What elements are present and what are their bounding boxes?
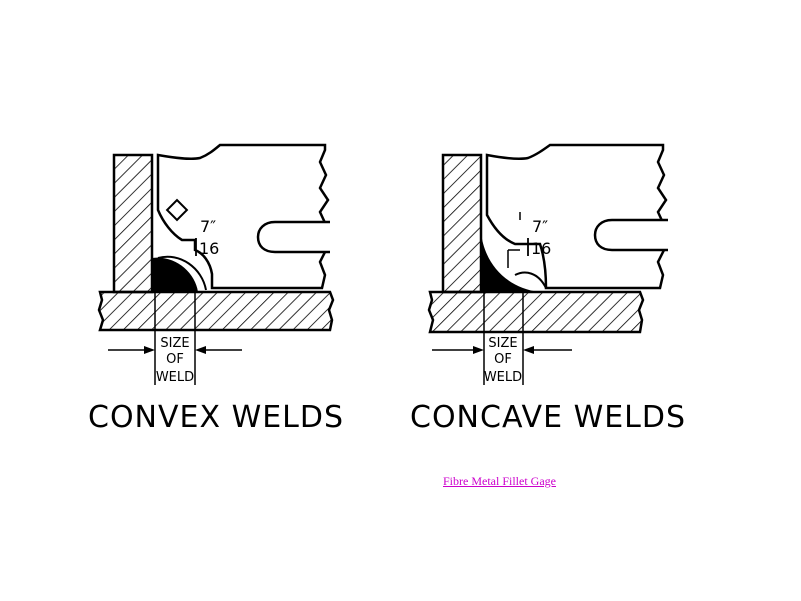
convex-gage-slot bbox=[256, 220, 330, 254]
concave-gage-numerator: 7″ bbox=[532, 217, 548, 236]
convex-vertical-plate bbox=[112, 153, 154, 294]
concave-vertical-plate bbox=[441, 153, 483, 294]
convex-gage-numerator: 7″ bbox=[200, 217, 216, 236]
concave-gage-slot bbox=[593, 218, 668, 252]
concave-arrow-right bbox=[523, 346, 534, 354]
concave-gage-tip bbox=[514, 271, 547, 289]
concave-arrow-left bbox=[473, 346, 484, 354]
convex-weld-crown bbox=[152, 257, 198, 292]
concave-base-plate bbox=[427, 290, 645, 334]
convex-size-label-2: OF bbox=[166, 352, 184, 367]
convex-size-label-1: SIZE bbox=[160, 336, 189, 351]
convex-fillet-gage bbox=[156, 143, 330, 290]
concave-weld-bead bbox=[481, 232, 540, 292]
convex-gage-notch bbox=[165, 198, 189, 222]
concave-size-label-3: WELD bbox=[484, 370, 522, 385]
fillet-gage-link[interactable]: Fibre Metal Fillet Gage bbox=[443, 474, 556, 488]
convex-welds-title: CONVEX WELDS bbox=[88, 400, 345, 435]
concave-welds-title: CONCAVE WELDS bbox=[410, 400, 687, 435]
concave-size-label-1: SIZE bbox=[488, 336, 517, 351]
concave-gage-denominator: 16 bbox=[531, 239, 551, 258]
convex-gage-arc bbox=[157, 255, 207, 291]
concave-size-label-2: OF bbox=[494, 352, 512, 367]
convex-arrow-left bbox=[144, 346, 155, 354]
convex-base-plate bbox=[97, 290, 335, 332]
convex-gage-denominator: 16 bbox=[199, 239, 219, 258]
convex-weld-figure: 7″ 16 SIZE OF WELD bbox=[97, 143, 335, 385]
concave-weld-figure: 7″ 16 SIZE OF WELD bbox=[427, 143, 668, 385]
convex-size-label-3: WELD bbox=[156, 370, 194, 385]
concave-fillet-gage bbox=[485, 143, 668, 290]
convex-arrow-right bbox=[195, 346, 206, 354]
